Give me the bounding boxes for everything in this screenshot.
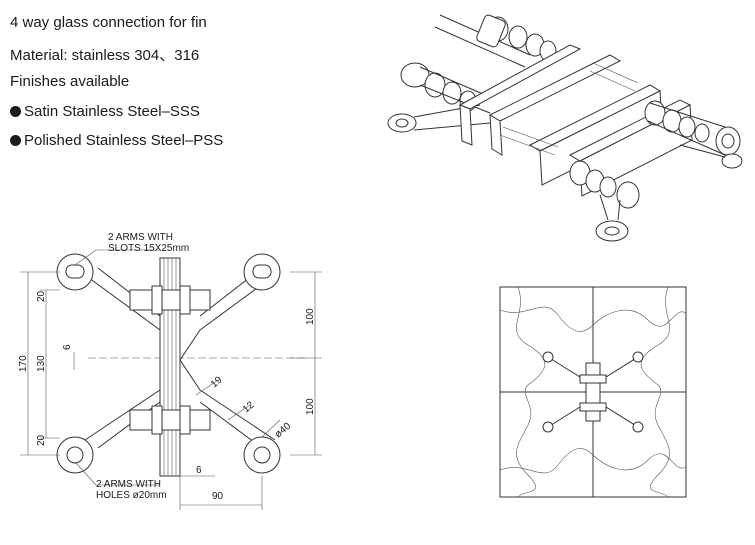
dim-100-top: 100 — [305, 308, 316, 325]
isometric-fitting-illustration — [387, 14, 743, 242]
arms-slots-label-2: SLOTS 15X25mm — [108, 243, 189, 254]
dim-6-left: 6 — [62, 344, 73, 350]
glass-panel-layout — [499, 286, 687, 498]
arms-holes-label-2: HOLES ø20mm — [96, 490, 167, 501]
dim-19: 19 — [209, 374, 225, 390]
finish-option-polished: Polished Stainless Steel–PSS — [10, 132, 223, 149]
dimension-drawing: 2 ARMS WITH SLOTS 15X25mm 2 ARMS WITH HO… — [18, 232, 322, 510]
dim-130: 130 — [36, 355, 47, 372]
finish-option-satin: Satin Stainless Steel–SSS — [10, 103, 200, 120]
arms-holes-label-1: 2 ARMS WITH — [96, 479, 161, 490]
bullet-icon — [10, 135, 21, 146]
product-title: 4 way glass connection for fin — [10, 14, 207, 31]
finish-option-label: Polished Stainless Steel–PSS — [24, 132, 224, 149]
finish-option-label: Satin Stainless Steel–SSS — [24, 103, 200, 120]
dim-20-top: 20 — [36, 290, 47, 302]
bullet-icon — [10, 106, 21, 117]
finishes-heading: Finishes available — [10, 73, 130, 90]
arms-slots-label-1: 2 ARMS WITH — [108, 232, 173, 243]
dim-12: 12 — [241, 399, 257, 415]
material-line: Material: stainless 304、316 — [10, 47, 200, 64]
dim-20-bottom: 20 — [36, 434, 47, 446]
dim-100-bottom: 100 — [305, 398, 316, 415]
dim-6-bottom: 6 — [196, 465, 202, 476]
dim-170: 170 — [18, 355, 29, 372]
dim-90: 90 — [212, 491, 224, 502]
